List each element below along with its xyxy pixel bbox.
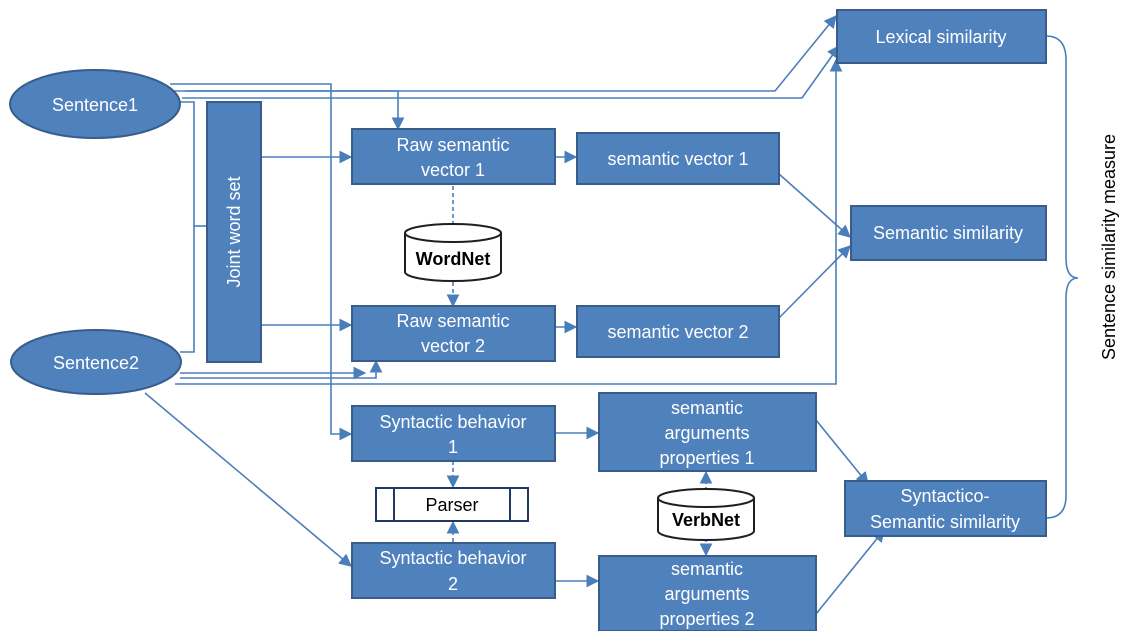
s2-to-lexical-edge [175,58,843,385]
s2-to-raw2-edge-2 [180,359,383,379]
lexical-similarity-label: Lexical similarity [875,27,1006,47]
semantic-similarity-node: Semantic similarity [850,205,1047,261]
sentence-bracket-edge [180,101,195,353]
semantic-arguments-2-line-2: arguments [664,584,749,604]
sentence2-node: Sentence2 [10,329,182,395]
syntactico-semantic-line-1: Syntactico- [900,486,989,506]
raw-vector-2-node: Raw semantic vector 2 [351,305,556,362]
lexical-similarity-node: Lexical similarity [836,9,1047,64]
sentence1-label: Sentence1 [52,95,138,115]
syntactic-behavior-1-node: Syntactic behavior 1 [351,405,556,462]
semantic-arguments-1-line-2: arguments [664,423,749,443]
verbnet-label: VerbNet [672,510,740,530]
s1-to-lexical-edge [185,15,837,92]
raw-vector-2-line-2: vector 2 [421,336,485,356]
raw-vector-1-node: Raw semantic vector 1 [351,128,556,185]
joint-word-set-node: Joint word set [206,101,262,363]
sentence2-label: Sentence2 [53,353,139,373]
semantic-arguments-2-line-3: properties 2 [659,609,754,629]
raw-vector-1-line-1: Raw semantic [396,135,509,155]
wordnet-node: WordNet [404,223,502,282]
semantic-arguments-1-node: semantic arguments properties 1 [598,392,817,472]
semantic-arguments-1-line-3: properties 1 [659,448,754,468]
syntactic-behavior-2-node: Syntactic behavior 2 [351,542,556,599]
parser-label: Parser [425,495,478,515]
joint-word-set-label: Joint word set [224,176,244,287]
verbnet-node: VerbNet [657,488,755,541]
syntactico-semantic-line-2: Semantic similarity [870,512,1020,532]
edges [144,15,1079,615]
syntactic-behavior-2-line-2: 2 [448,574,458,594]
raw-vector-2-line-1: Raw semantic [396,311,509,331]
semantic-vector-1-label: semantic vector 1 [607,149,748,169]
vec2-to-semsim-edge [778,245,851,319]
syntactic-behavior-1-line-1: Syntactic behavior [379,412,526,432]
semantic-vector-1-node: semantic vector 1 [576,132,780,185]
semantic-vector-2-node: semantic vector 2 [576,305,780,358]
s1-to-lexical-edge-2 [182,44,840,99]
parser-node: Parser [375,487,529,522]
similarity-brace [1045,35,1079,519]
s1-to-syntactic1-edge [170,83,353,441]
syntactic-behavior-2-line-1: Syntactic behavior [379,548,526,568]
s2-to-syntactic2-edge [144,392,352,567]
syntactic-behavior-1-line-2: 1 [448,437,458,457]
semantic-arguments-1-line-1: semantic [671,398,743,418]
syntactico-semantic-similarity-node: Syntactico- Semantic similarity [844,480,1047,537]
semantic-similarity-label: Semantic similarity [873,223,1023,243]
s1-to-raw1-edge [170,90,405,131]
raw-vector-1-line-2: vector 1 [421,160,485,180]
semantic-arguments-2-line-1: semantic [671,559,743,579]
semantic-arguments-2-node: semantic arguments properties 2 [598,555,817,631]
sentence-similarity-measure-label: Sentence similarity measure [1099,134,1119,360]
vec1-to-semsim-edge [778,173,851,238]
semantic-vector-2-label: semantic vector 2 [607,322,748,342]
args2-to-synsem-edge [815,529,885,615]
args1-to-synsem-edge [815,419,869,485]
sentence1-node: Sentence1 [9,69,181,139]
wordnet-label: WordNet [416,249,491,269]
